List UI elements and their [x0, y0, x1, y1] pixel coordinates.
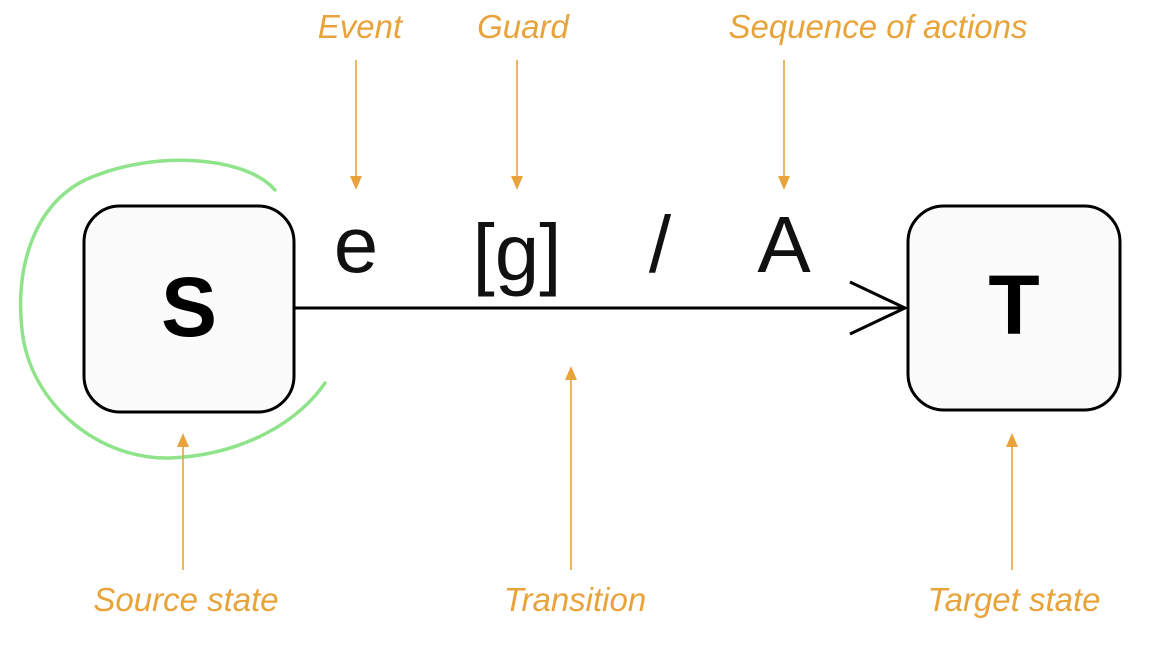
target-state-caption: Target state [927, 581, 1100, 618]
event-pointer [350, 60, 362, 190]
source-state-pointer [177, 433, 189, 570]
target-state: T [906, 204, 1122, 412]
source-state: S [82, 204, 296, 414]
transition-caption: Transition [504, 581, 646, 618]
guard-caption: Guard [477, 8, 570, 45]
transition-pointer [565, 366, 577, 570]
actions-caption: Sequence of actions [728, 8, 1027, 45]
source-highlight-stroke [18, 158, 327, 460]
transition-arrow [294, 280, 909, 336]
actions-text: A [757, 200, 811, 289]
guard-pointer [511, 60, 523, 190]
event-caption: Event [318, 8, 404, 45]
source-state-caption: Source state [93, 581, 278, 618]
actions-pointer [778, 60, 790, 190]
target-state-label: T [988, 258, 1039, 352]
separator-text: / [649, 200, 672, 289]
source-state-label: S [161, 260, 217, 354]
event-text: e [334, 200, 379, 289]
target-state-pointer [1006, 433, 1018, 570]
guard-text: [g] [473, 208, 562, 297]
